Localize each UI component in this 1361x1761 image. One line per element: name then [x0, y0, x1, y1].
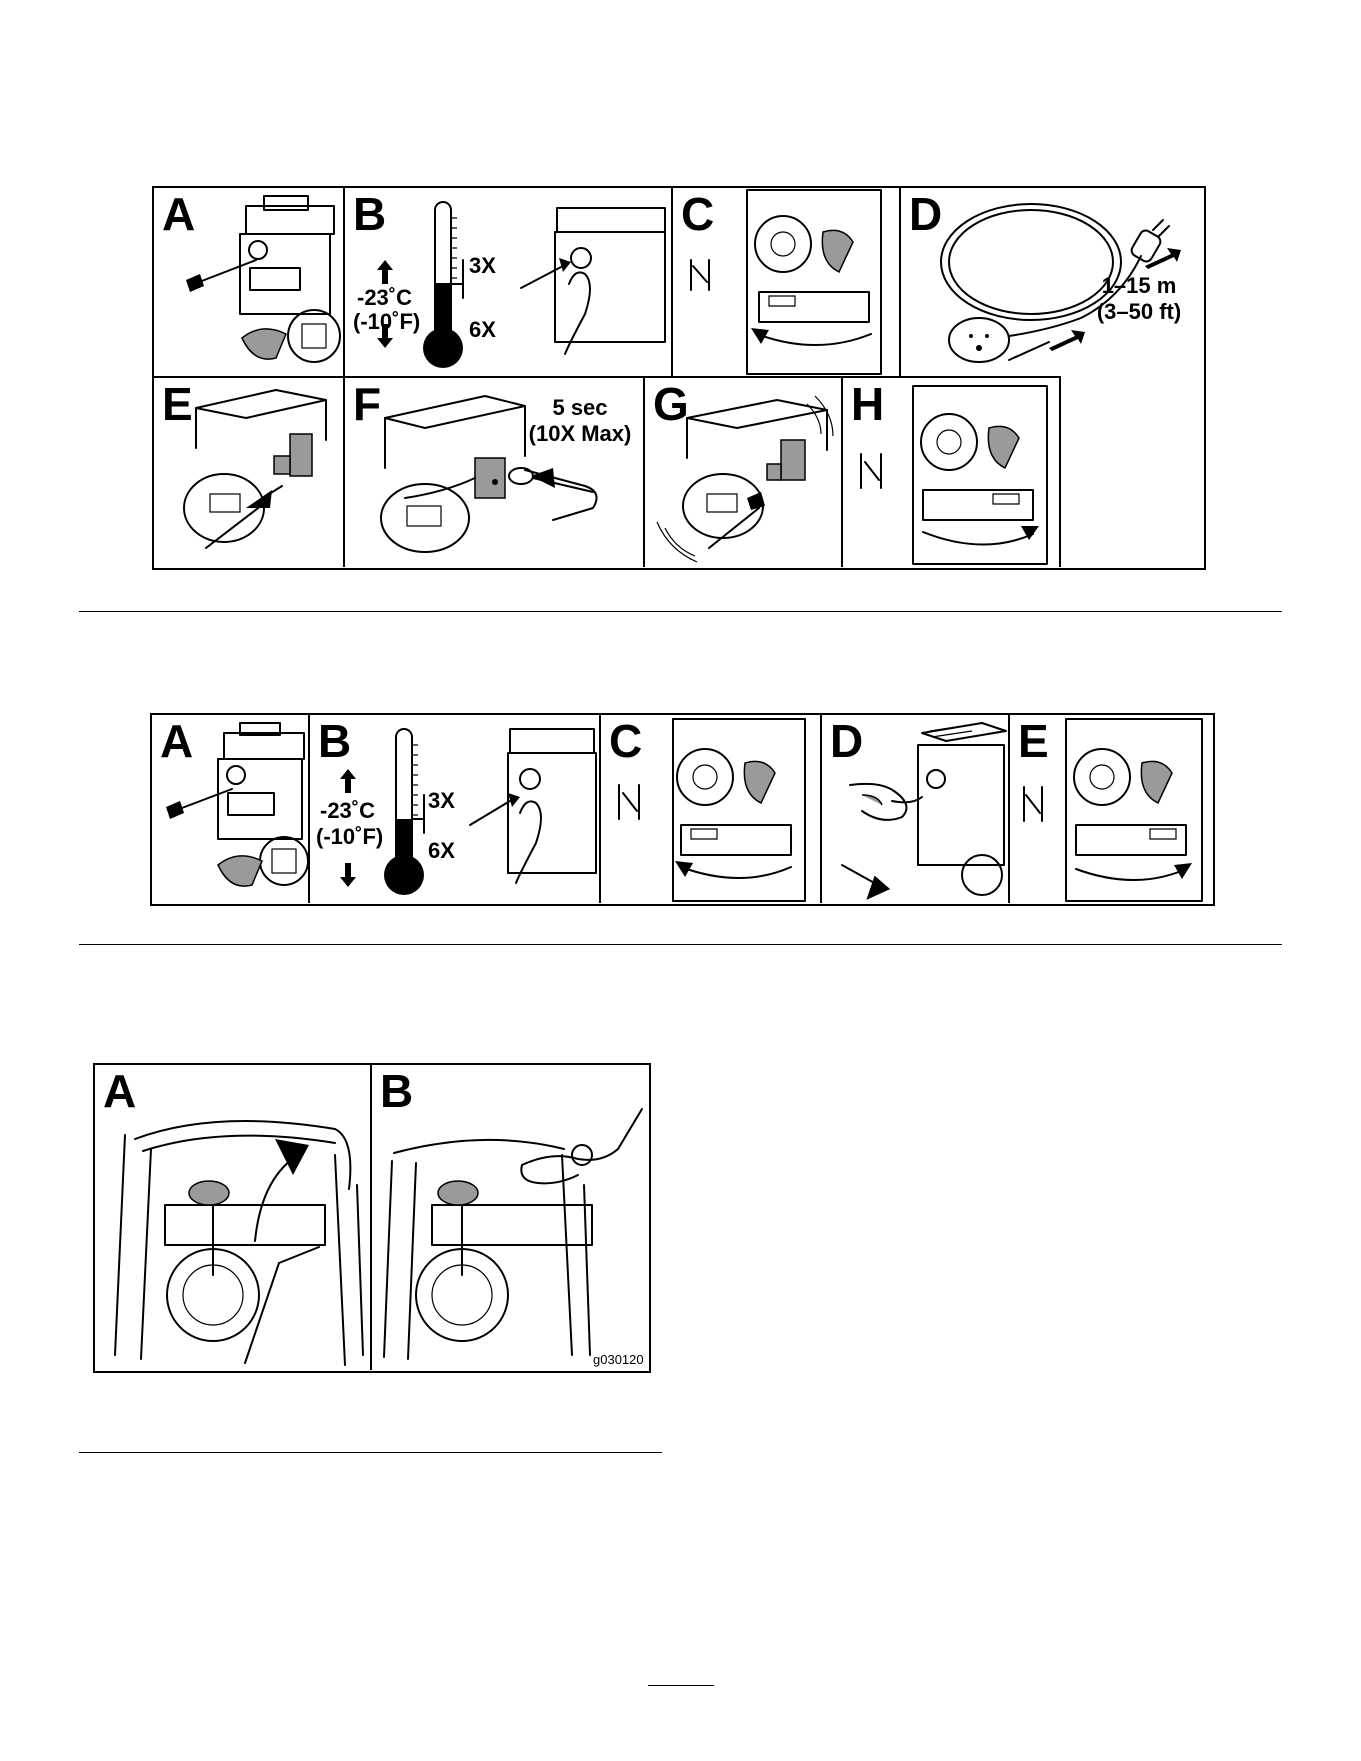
panel-a-raise-bail: A — [95, 1065, 372, 1370]
panel-a-ignition-key: A — [152, 715, 310, 903]
press-max-repeats: (10X Max) — [517, 422, 643, 446]
temperature-fahrenheit: (-10˚F) — [316, 825, 383, 849]
cord-length-imperial: (3–50 ft) — [1079, 300, 1199, 324]
panel-c-choke: C — [673, 188, 901, 376]
prime-count-cold: 6X — [428, 839, 455, 863]
choke-lever-open-icon — [843, 378, 1061, 567]
temperature-celsius: -23˚C — [357, 286, 412, 310]
prime-count-warm: 3X — [428, 789, 455, 813]
choke-lever-open-icon — [1010, 715, 1212, 903]
temperature-celsius: -23˚C — [320, 799, 375, 823]
temperature-fahrenheit: (-10˚F) — [353, 310, 420, 334]
panel-a-ignition-key: A — [154, 188, 345, 376]
section-divider — [79, 1452, 662, 1453]
panel-g-unplug: G — [645, 376, 843, 567]
panel-c-choke: C — [601, 715, 822, 903]
figure-electric-start: A B -23˚C (-10˚F) 3X 6X C — [152, 186, 1206, 570]
pull-recoil-handle-icon — [822, 715, 1010, 903]
engine-ignition-key-icon — [152, 715, 310, 903]
thermometer-primer-icon — [345, 188, 673, 376]
choke-lever-icon — [601, 715, 822, 903]
cord-length-metric: 1–15 m — [1079, 274, 1199, 298]
panel-f-press-start: F 5 sec (10X Max) — [345, 376, 645, 567]
hand-holding-handle-icon — [372, 1065, 648, 1370]
handle-bail-raise-icon — [95, 1065, 372, 1370]
choke-lever-icon — [673, 188, 901, 376]
unplug-cord-icon — [645, 378, 843, 567]
panel-e-choke-open: E — [1010, 715, 1212, 903]
figure-handle-bail: A B g030120 — [93, 1063, 651, 1373]
panel-b-primer: B -23˚C (-10˚F) 3X 6X — [345, 188, 673, 376]
panel-h-choke-open: H — [843, 376, 1061, 567]
panel-b-primer: B -23˚C (-10˚F) 3X 6X — [310, 715, 601, 903]
panel-b-hold-bail: B — [372, 1065, 648, 1370]
panel-d-extension-cord: D 1–15 m (3–50 ft) — [901, 188, 1203, 376]
prime-count-warm: 3X — [469, 254, 496, 278]
page-number-rule — [648, 1685, 714, 1686]
panel-d-pull-handle: D — [822, 715, 1010, 903]
press-duration: 5 sec — [517, 396, 643, 420]
engine-ignition-key-icon — [154, 188, 345, 376]
plug-into-starter-icon — [154, 378, 345, 567]
figure-code: g030120 — [593, 1352, 644, 1367]
prime-count-cold: 6X — [469, 318, 496, 342]
figure-recoil-start: A B -23˚C (-10˚F) 3X 6X C — [150, 713, 1215, 906]
section-divider — [79, 944, 1282, 945]
panel-e-plug-in: E — [154, 376, 345, 567]
section-divider — [79, 611, 1282, 612]
